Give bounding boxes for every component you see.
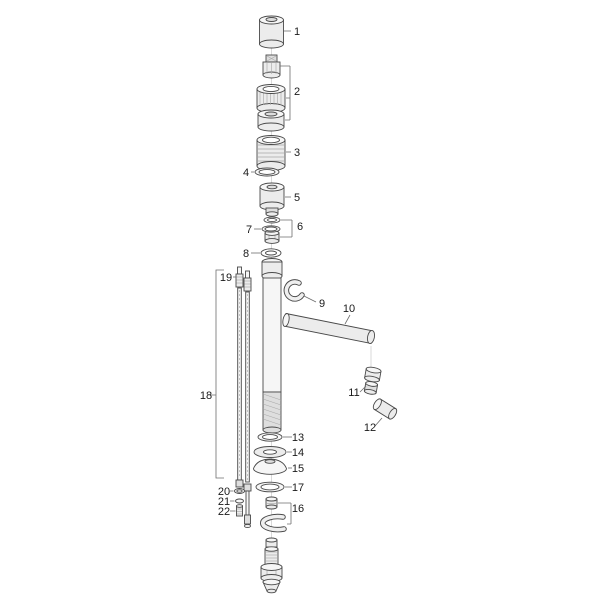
part-4-ring [254, 167, 280, 177]
part-3-threaded-sleeve [256, 135, 286, 171]
faucet-body-column [261, 258, 283, 434]
part-label-14: 14 [292, 447, 304, 459]
part-1-handle-cap [259, 15, 284, 49]
mounting-rod-assembly [260, 537, 283, 594]
part-label-20: 20 [218, 486, 230, 498]
part-9-retaining-clip [283, 279, 305, 302]
part-label-10: 10 [343, 303, 355, 315]
part-label-22: 22 [218, 506, 230, 518]
leader-9 [303, 295, 317, 303]
part-2-cartridge-adapter [256, 54, 286, 132]
part-15-escutcheon [253, 458, 287, 475]
part-21-washer [235, 498, 244, 504]
leader-18 [210, 269, 224, 479]
part-label-1: 1 [294, 26, 300, 38]
part-label-9: 9 [319, 298, 325, 310]
part-5-cartridge [259, 182, 285, 217]
leader-16 [278, 502, 292, 525]
leader-lines [210, 30, 383, 525]
part-14-base-washer [253, 446, 287, 458]
part-label-7: 7 [246, 224, 252, 236]
part-label-8: 8 [243, 248, 249, 260]
part-18-supply-hoses [235, 287, 252, 529]
part-label-13: 13 [292, 432, 304, 444]
leader-10 [344, 314, 351, 325]
part-label-15: 15 [292, 463, 304, 475]
part-16-mounting-set [260, 496, 287, 533]
leader-12 [374, 417, 383, 427]
part-labels: 1 2 3 4 5 6 7 8 9 10 11 12 13 14 15 16 1… [200, 26, 376, 518]
part-label-11: 11 [348, 387, 359, 399]
leader-2 [280, 65, 291, 121]
part-8-o-ring [260, 248, 282, 258]
leader-11 [359, 385, 367, 393]
part-10-spout [282, 312, 376, 345]
part-label-3: 3 [294, 147, 300, 159]
part-label-21: 21 [218, 496, 230, 508]
part-label-18: 18 [200, 390, 212, 402]
part-12-outlet-piece [372, 398, 398, 420]
part-label-16: 16 [292, 503, 304, 515]
leader-6 [280, 219, 293, 238]
part-11-aerator [363, 366, 382, 395]
part-label-4: 4 [243, 167, 249, 179]
part-17-ring [255, 481, 285, 493]
part-label-2: 2 [294, 86, 300, 98]
part-label-19: 19 [220, 272, 232, 284]
part-label-17: 17 [292, 482, 304, 494]
part-22-screw [236, 504, 243, 517]
part-13-ring [257, 432, 283, 442]
part-label-5: 5 [294, 192, 300, 204]
part-7-ring [261, 225, 281, 233]
part-label-6: 6 [297, 221, 303, 233]
part-20-nut [234, 488, 245, 494]
part-label-12: 12 [364, 422, 376, 434]
part-19-hose-connectors [235, 266, 252, 292]
